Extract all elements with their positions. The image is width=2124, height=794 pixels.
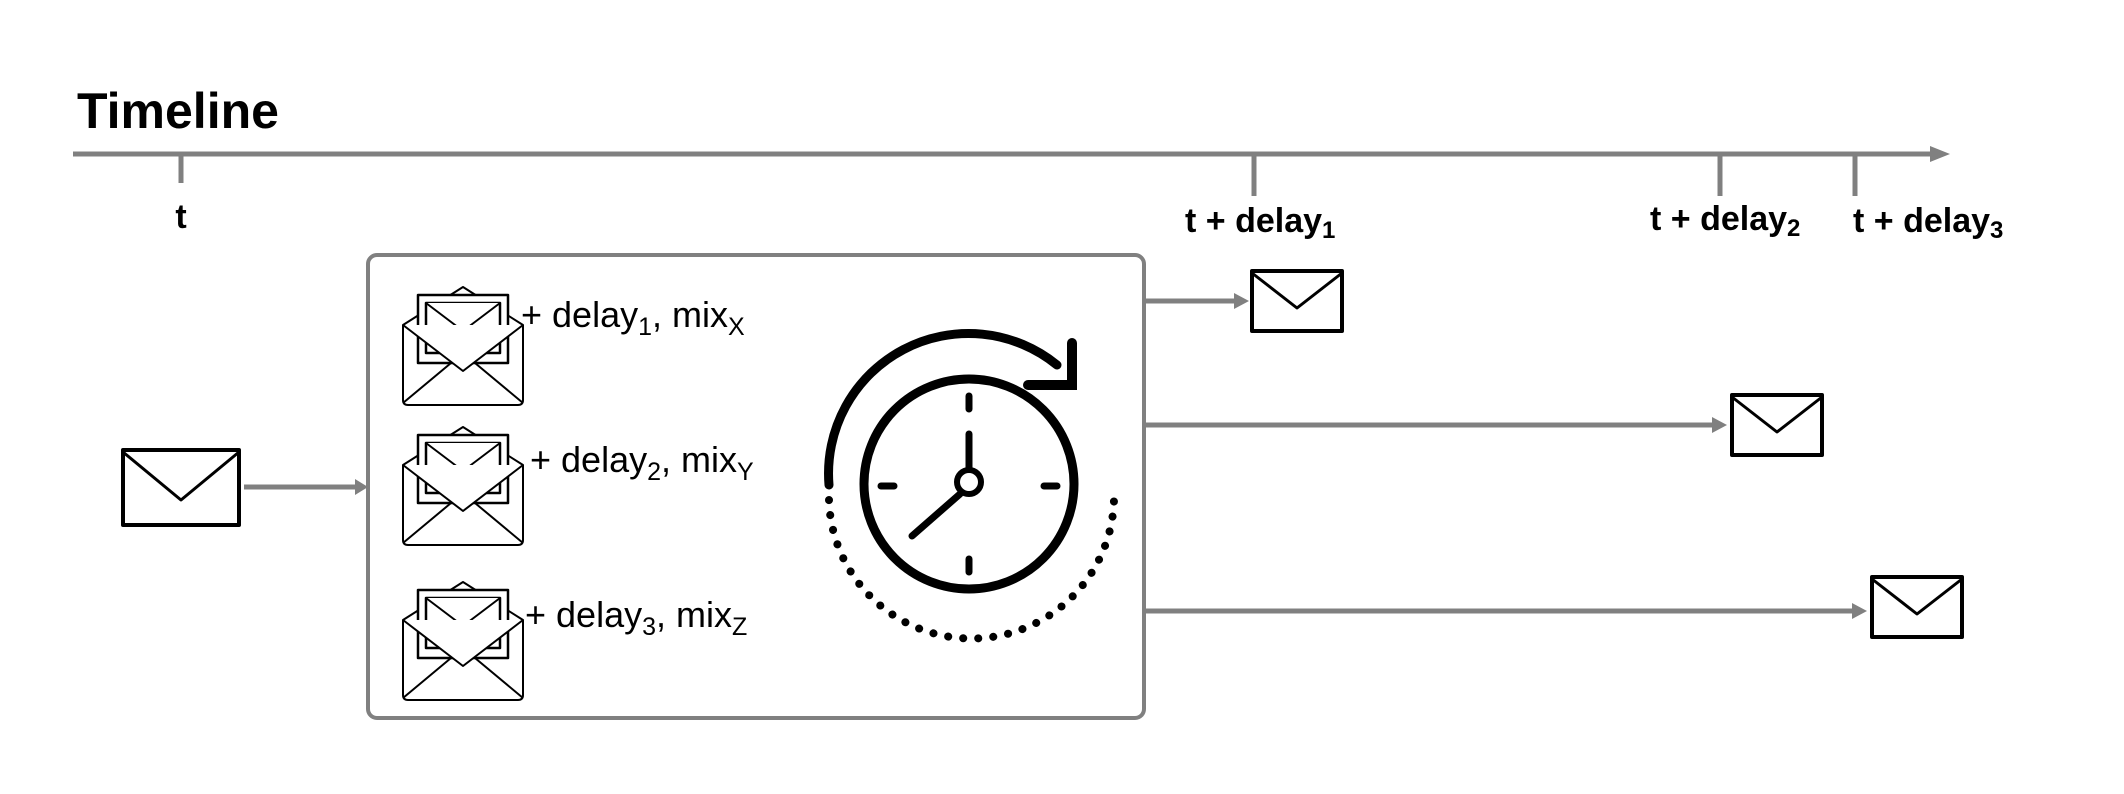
input-arrowhead	[355, 479, 368, 495]
tick-label-delay2: t + delay2	[1650, 200, 1800, 242]
output-arrowhead-3	[1852, 603, 1867, 619]
output-arrowhead-2	[1712, 417, 1727, 433]
tick-label-t: t	[175, 198, 186, 236]
timeline-title: Timeline	[77, 83, 279, 139]
row-label-delay3: + delay3, mixZ	[525, 594, 747, 641]
output-envelope-icon	[1730, 393, 1824, 457]
mix-box	[366, 253, 1146, 720]
row-label-delay2: + delay2, mixY	[530, 439, 754, 486]
output-envelope-icon	[1870, 575, 1964, 639]
open-envelope-icon	[402, 426, 524, 546]
tick-label-delay3: t + delay3	[1853, 202, 2003, 244]
output-envelope-icon	[1250, 269, 1344, 333]
clock-refresh-icon	[824, 329, 1119, 643]
output-arrowhead-1	[1234, 293, 1249, 309]
open-envelope-icon	[402, 581, 524, 701]
tick-label-delay1: t + delay1	[1185, 202, 1335, 244]
input-envelope-icon	[121, 448, 241, 527]
row-label-delay1: + delay1, mixX	[521, 294, 745, 341]
timeline-arrowhead	[1930, 146, 1950, 162]
open-envelope-icon	[402, 286, 524, 406]
